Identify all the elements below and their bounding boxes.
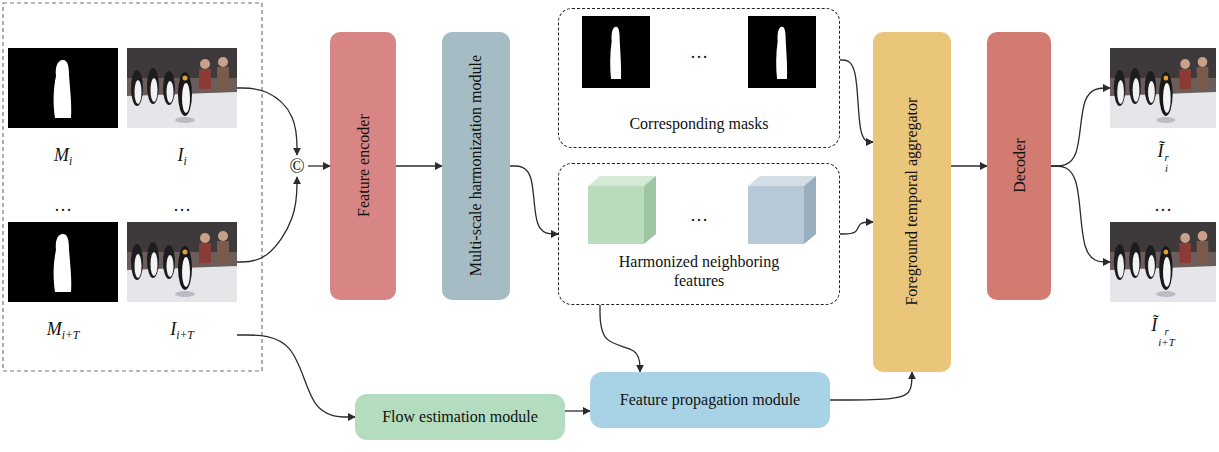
propagation-block: Feature propagation module <box>590 372 830 428</box>
flow-arrow <box>308 165 330 166</box>
frame-label: Mi+T <box>47 317 80 348</box>
math-symbol: M <box>54 145 69 165</box>
math-symbol: I <box>170 319 176 339</box>
frame-label: Ĩri <box>1157 139 1168 174</box>
math-scripts: ri <box>1164 152 1168 174</box>
mask-thumbnail <box>748 16 816 88</box>
ellipsis-label: … <box>54 195 72 216</box>
mask-group: Corresponding masks <box>558 8 840 148</box>
math-superscript: r <box>1164 152 1168 163</box>
math-symbol: I <box>177 145 183 165</box>
ellipsis-label: … <box>690 205 708 226</box>
decoder-block: Decoder <box>987 32 1051 300</box>
flow-arrow <box>237 177 297 262</box>
flow-arrow <box>840 60 873 142</box>
input-frame <box>3 3 262 371</box>
node-label: Flow estimation module <box>382 407 538 426</box>
flow-arrow <box>830 372 912 400</box>
math-subscript: i <box>69 155 72 168</box>
math-superscript: r <box>1158 326 1174 337</box>
frame-thumbnail <box>127 222 237 302</box>
frame-thumbnail <box>127 48 237 128</box>
cube-face <box>588 176 656 186</box>
mask-frame: Mi+T <box>8 222 118 348</box>
encoder-block: Feature encoder <box>330 32 396 300</box>
flow-arrow <box>396 165 442 166</box>
cube-face <box>644 176 656 244</box>
flow-arrow <box>600 305 640 372</box>
frame-label: Ĩri+T <box>1151 313 1174 348</box>
output-frame: Ĩri <box>1110 48 1216 174</box>
node-label: Decoder <box>1009 139 1028 193</box>
math-subscript: i+T <box>176 329 194 342</box>
frame-label: Mi <box>54 143 72 174</box>
flow-arrow <box>565 410 590 411</box>
feature-cube <box>748 176 816 244</box>
harmonization-block: Multi-scale harmonization module <box>442 32 510 300</box>
mask-thumbnail <box>582 16 650 88</box>
math-scripts: ri+T <box>1158 326 1174 348</box>
flow-arrow <box>510 166 558 234</box>
math-subscript: i+T <box>62 329 80 342</box>
cube-face <box>588 186 644 244</box>
aggregator-block: Foreground temporal aggregator <box>873 32 951 372</box>
video-frame: Ii+T <box>127 222 237 348</box>
video-frame: Ii <box>127 48 237 174</box>
flow-arrow <box>840 222 873 234</box>
mask-thumbnail <box>8 222 118 302</box>
feature-group: Harmonized neighboring features <box>558 163 840 305</box>
ellipsis-label: … <box>1154 195 1172 216</box>
flow-arrow <box>951 165 987 166</box>
node-label: © <box>289 155 304 177</box>
cube-face <box>748 186 804 244</box>
output-thumbnail <box>1110 48 1216 128</box>
concat-symbol: © <box>286 155 308 177</box>
flow-arrow <box>237 88 297 155</box>
math-symbol: Ĩ <box>1151 315 1157 335</box>
cube-face <box>748 176 816 186</box>
frame-label: Ii+T <box>170 317 194 348</box>
math-subscript: i <box>1164 163 1168 174</box>
node-label: Harmonized neighboring features <box>604 252 794 290</box>
math-symbol: M <box>47 319 62 339</box>
ellipsis-label: … <box>690 42 708 63</box>
output-thumbnail <box>1110 222 1216 302</box>
math-subscript: i+T <box>1158 337 1174 348</box>
math-symbol: Ĩ <box>1157 141 1163 161</box>
ellipsis-label: … <box>173 195 191 216</box>
frame-label: Ii <box>177 143 186 174</box>
mask-thumbnail <box>8 48 118 128</box>
cube-face <box>804 176 816 244</box>
mask-frame: Mi <box>8 48 118 174</box>
math-subscript: i <box>183 155 186 168</box>
feature-cube <box>588 176 656 244</box>
flow-arrow <box>237 335 355 417</box>
output-frame: Ĩri+T <box>1110 222 1216 348</box>
flow-arrow <box>1051 166 1110 262</box>
node-label: Feature propagation module <box>620 390 800 409</box>
flow-block: Flow estimation module <box>355 394 565 440</box>
node-label: Foreground temporal aggregator <box>902 98 921 306</box>
flow-arrow <box>1051 88 1110 166</box>
node-label: Multi-scale harmonization module <box>466 55 485 276</box>
node-label: Corresponding masks <box>629 114 768 133</box>
node-label: Feature encoder <box>353 115 372 218</box>
